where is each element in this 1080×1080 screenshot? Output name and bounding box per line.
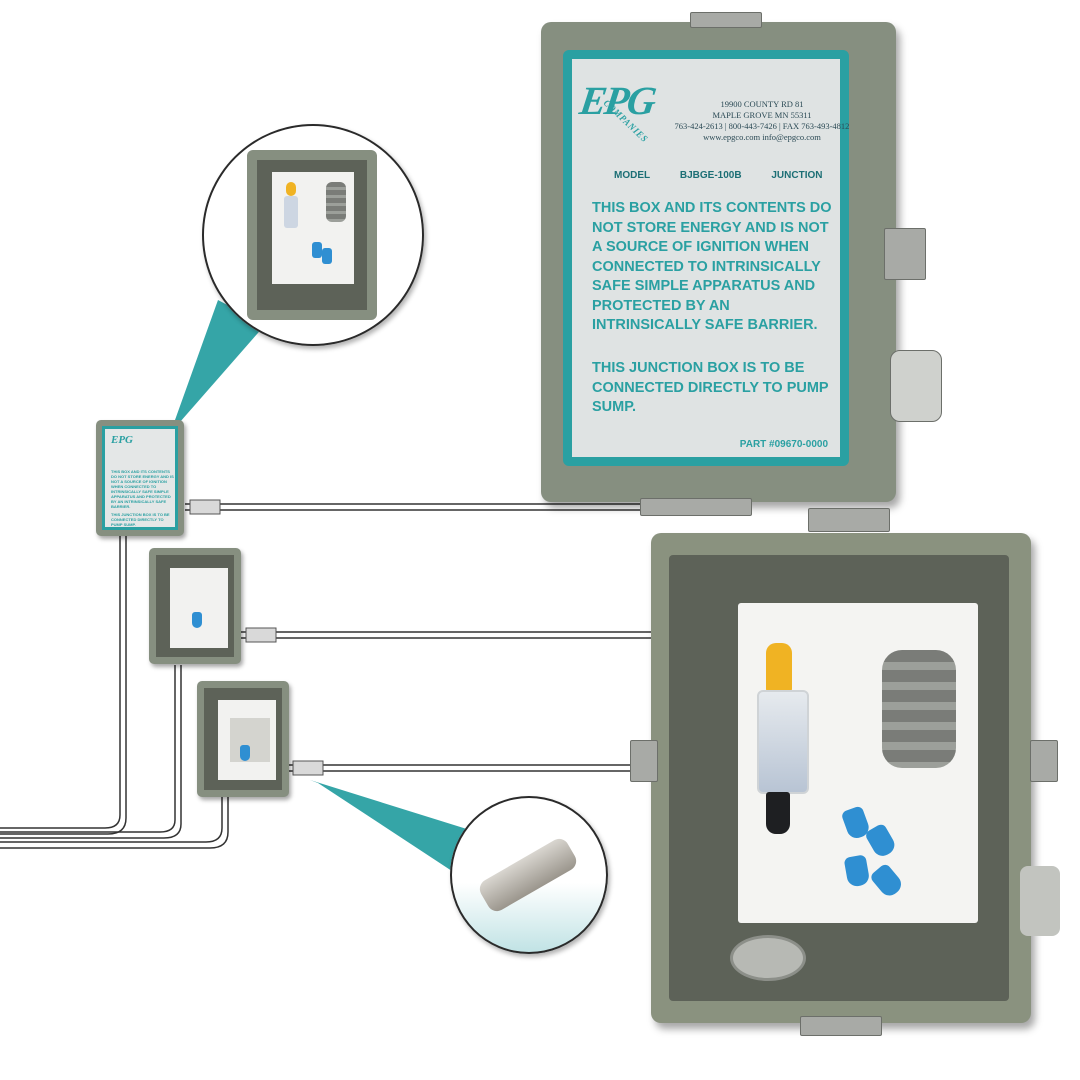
side-conduit-fitting <box>890 350 942 422</box>
top-hinge <box>690 12 762 28</box>
part-number: PART #09670-0000 <box>739 439 828 450</box>
safety-warning-text: THIS BOX AND ITS CONTENTS DO NOT STORE E… <box>592 200 832 333</box>
wire-nut <box>192 612 202 628</box>
open-box-top-hinge <box>808 508 890 532</box>
junction-instruction-text: THIS JUNCTION BOX IS TO BE CONNECTED DIR… <box>592 360 829 415</box>
model-row: MODEL BJBGE-100B JUNCTION <box>614 170 823 181</box>
small-product-label: EPG THIS BOX AND ITS CONTENTS DO NOT STO… <box>102 426 178 530</box>
pressure-bellows <box>882 650 956 768</box>
small-backplate <box>170 568 228 648</box>
sump-filter <box>757 690 809 794</box>
side-latch <box>1030 740 1058 782</box>
callout-wedge-top <box>175 300 265 422</box>
company-address: 19900 COUNTY RD 81 MAPLE GROVE MN 55311 … <box>674 99 850 142</box>
small-box-bag <box>230 718 270 762</box>
bottom-hinge <box>800 1016 882 1036</box>
side-conduit-fitting <box>1020 866 1060 936</box>
product-label: EPG COMPANIES 19900 COUNTY RD 81 MAPLE G… <box>563 50 849 466</box>
side-latch <box>630 740 658 782</box>
bottom-hinge <box>640 498 752 516</box>
filter-cap <box>766 643 792 693</box>
filter-outlet <box>766 792 790 834</box>
side-latch <box>884 228 926 280</box>
epg-logo: EPG COMPANIES <box>576 78 658 145</box>
small-epg-logo: EPG <box>111 434 133 446</box>
bottom-conduit-fitting <box>730 935 806 981</box>
callout-wedge-bottom <box>310 780 470 875</box>
small-warning-text: THIS BOX AND ITS CONTENTS DO NOT STORE E… <box>111 469 174 527</box>
wire-nut <box>240 745 250 761</box>
callout-circle-top <box>202 124 424 346</box>
conduit-seal-fitting-icon <box>476 835 580 915</box>
callout-circle-bottom <box>450 796 608 954</box>
